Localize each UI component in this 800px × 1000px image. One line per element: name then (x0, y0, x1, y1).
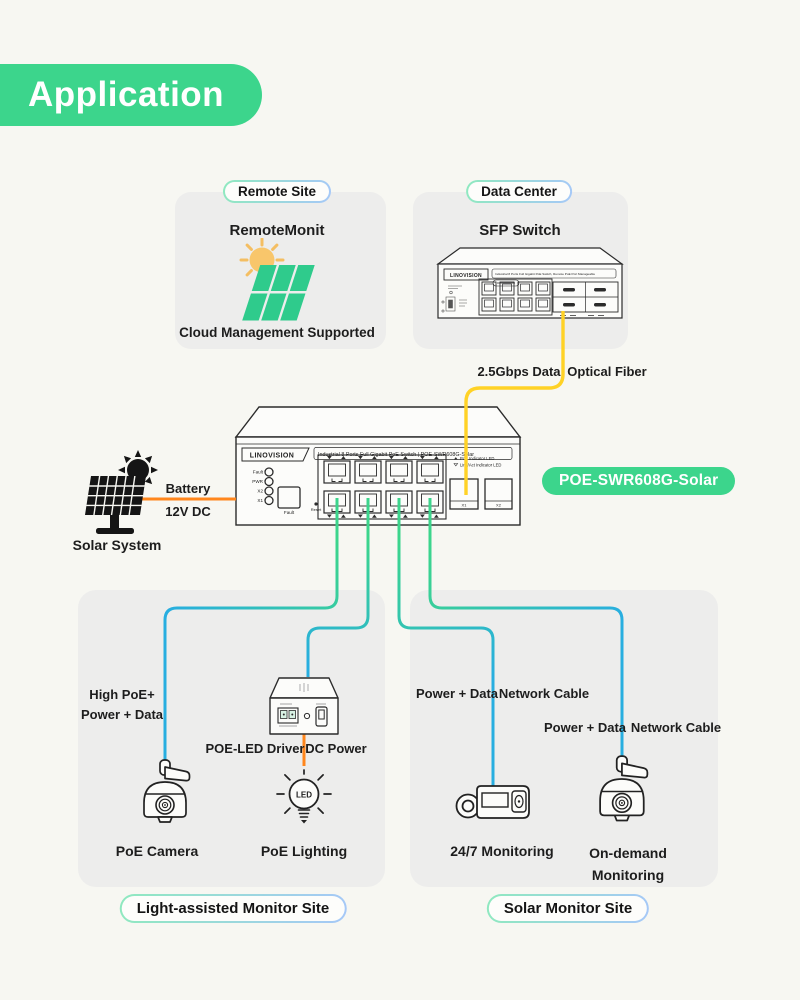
poe-camera-caption: PoE Camera (115, 843, 199, 859)
led-label-fault: Fault (253, 470, 264, 475)
high-poe-label: High PoE+ Power + Data (81, 685, 163, 725)
poe-ptz-camera-icon (143, 759, 191, 823)
led-label-x2: X2 (257, 489, 263, 494)
fiber-data-label: 2.5Gbps Data (477, 364, 561, 379)
data-center-badge-label: Data Center (468, 182, 570, 201)
reset-label: Reset (311, 507, 322, 512)
switch-model-badge: POE-SWR608G-Solar (542, 467, 736, 495)
led-bulb-icon: LED (276, 769, 332, 824)
link-indicator-note: Link/Act Indicator LED (460, 462, 501, 467)
sfp-switch-device: LINOVISION Industrial 8 Ports Full Gigab… (436, 247, 624, 319)
page-title: Application (0, 64, 262, 126)
switch-brand: LINOVISION (250, 453, 294, 460)
right-cable2-power-label: Power + Data (543, 720, 627, 735)
led-bulb-text: LED (296, 791, 312, 800)
poe-led-driver-icon (269, 677, 339, 735)
high-poe-label-line2: Power + Data (80, 707, 164, 723)
fault-button-label: Fault (284, 510, 295, 515)
on-demand-caption-line1: On-demand (589, 845, 667, 861)
data-center-badge: Data Center (466, 180, 572, 203)
voltage-label: 12V DC (165, 504, 211, 519)
fiber-type-label: Optical Fiber (567, 364, 647, 379)
right-cable1-type-label: Network Cable (498, 686, 590, 701)
poe-switch-device: LINOVISION Industrial 8 Ports Full Gigab… (234, 406, 522, 526)
sfp-slot2-label: X2 (496, 503, 502, 508)
light-assisted-site-badge: Light-assisted Monitor Site (119, 894, 347, 923)
sfp-switch-brand: LINOVISION (450, 273, 482, 279)
remote-site-badge: Remote Site (222, 180, 332, 203)
dc-power-label: DC Power (305, 741, 367, 756)
sun-rays-icon (239, 238, 285, 277)
remote-site-badge-label: Remote Site (224, 182, 330, 201)
poe-lighting-caption: PoE Lighting (260, 843, 348, 859)
solar-site-badge: Solar Monitor Site (486, 894, 650, 923)
right-cable2-type-label: Network Cable (630, 720, 722, 735)
reset-button (314, 502, 318, 506)
light-assisted-site-badge-label: Light-assisted Monitor Site (121, 896, 345, 921)
ondemand-ptz-camera-icon (599, 755, 649, 822)
monitoring-247-caption: 24/7 Monitoring (450, 843, 554, 859)
solar-system-icon (85, 450, 158, 534)
battery-label: Battery (165, 481, 211, 496)
high-poe-label-line1: High PoE+ (89, 687, 155, 702)
sfp-switch-desc: Industrial 8 Ports Full Gigabit PoE Swit… (495, 272, 595, 276)
remote-caption: Cloud Management Supported (179, 325, 375, 340)
remote-monit-solar-icon (239, 238, 315, 321)
solar-panel-grid-icon (242, 265, 315, 321)
solar-site-badge-label: Solar Monitor Site (488, 896, 648, 921)
remote-app-name: RemoteMonit (229, 222, 325, 239)
bullet-camera-icon (455, 785, 530, 819)
sfp-slot1-label: X1 (462, 503, 468, 508)
poe-led-driver-label: POE-LED Driver (205, 741, 305, 756)
poe-indicator-note: PoE Indicator LED (460, 456, 494, 461)
sfp-cage (552, 281, 619, 316)
solar-system-caption: Solar System (72, 537, 162, 553)
led-label-pwr: PWR (252, 479, 263, 484)
sfp-switch-title: SFP Switch (479, 222, 561, 239)
on-demand-caption-line2: Monitoring (591, 866, 665, 883)
sfp-switch-left-details (441, 285, 467, 313)
on-demand-caption: On-demand Monitoring (589, 843, 667, 886)
led-label-x1: X1 (257, 498, 263, 503)
right-cable1-power-label: Power + Data (415, 686, 499, 701)
